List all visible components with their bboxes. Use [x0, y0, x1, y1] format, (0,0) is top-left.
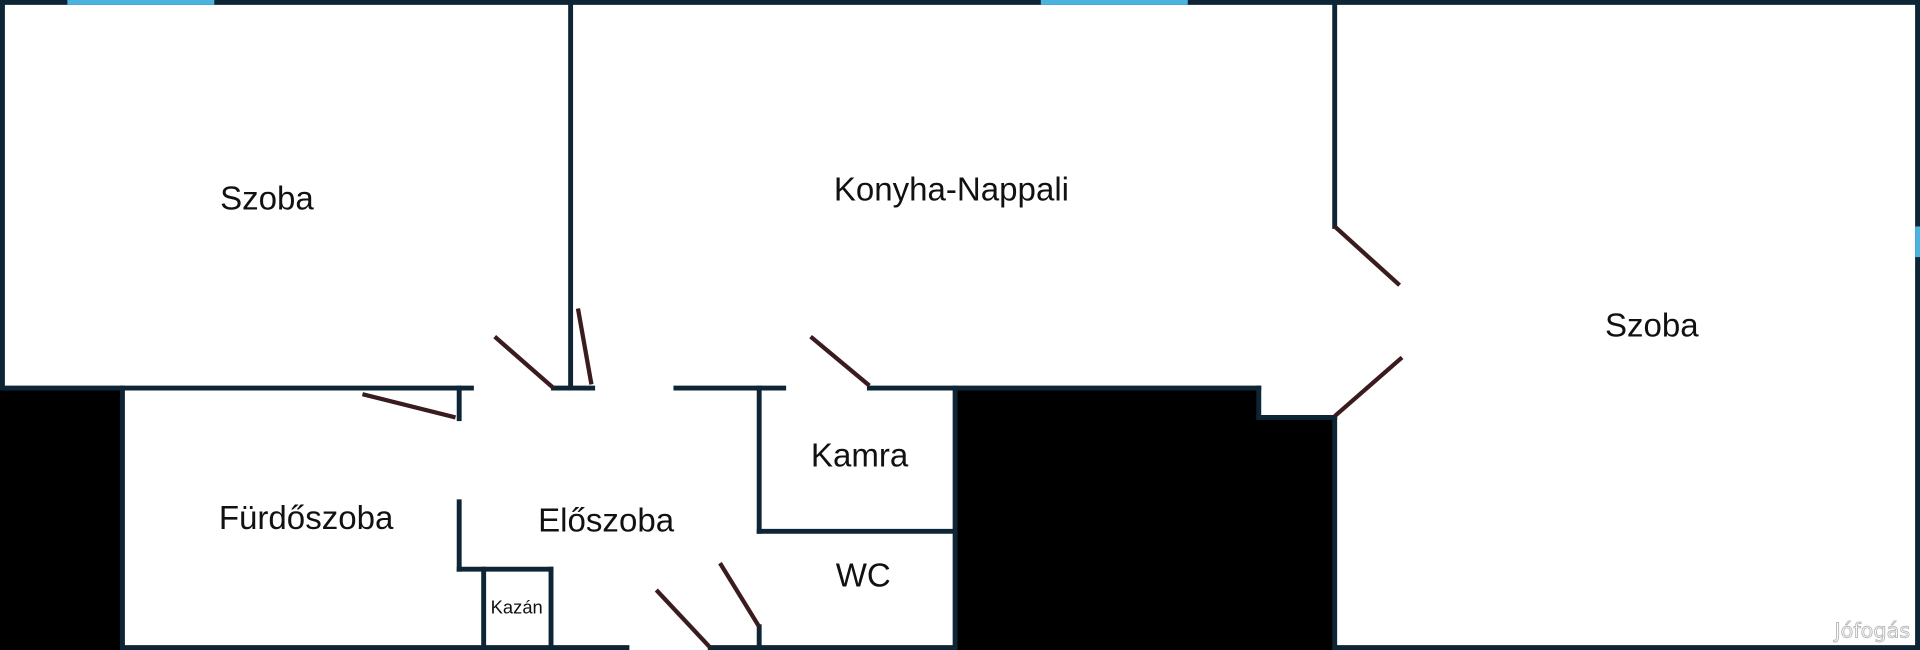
room-label-kamra: Kamra — [811, 437, 909, 474]
room-label-eloszoba: Előszoba — [538, 502, 675, 539]
room-label-szoba-left: Szoba — [220, 180, 314, 217]
room-label-wc: WC — [836, 557, 891, 594]
room-label-kazan: Kazán — [491, 596, 543, 617]
room-label-szoba-right: Szoba — [1605, 308, 1699, 345]
room-label-konyha-nappali: Konyha-Nappali — [834, 172, 1069, 209]
exterior-block-middle — [955, 388, 1335, 650]
doors — [361, 224, 1404, 650]
room-label-furdoszoba: Fürdőszoba — [219, 500, 394, 537]
exterior-block-left — [0, 388, 123, 650]
watermark-logo: Jófogás — [1833, 619, 1911, 643]
